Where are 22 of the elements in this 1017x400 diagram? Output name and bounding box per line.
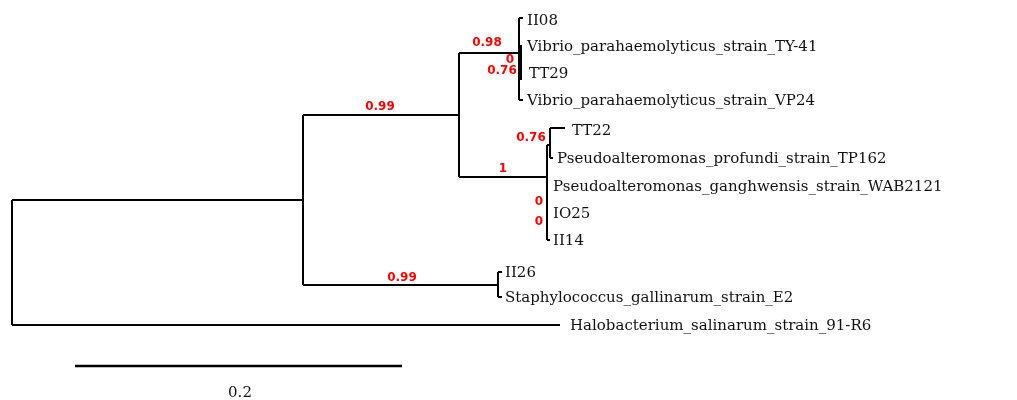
support-value: 0 xyxy=(505,53,515,65)
taxon-label: TT22 xyxy=(572,122,612,138)
scale-label: 0.2 xyxy=(228,384,252,400)
taxon-label: Vibrio_parahaemolyticus_strain_VP24 xyxy=(527,92,816,108)
taxon-label: II08 xyxy=(527,12,558,28)
taxon-label: Staphylococcus_gallinarum_strain_E2 xyxy=(505,289,794,305)
taxon-label: IO25 xyxy=(553,205,591,221)
taxon-label: Vibrio_parahaemolyticus_strain_TY-41 xyxy=(527,38,818,54)
support-value: 0.76 xyxy=(487,64,517,76)
taxon-label: Halobacterium_salinarum_strain_91-R6 xyxy=(570,317,872,333)
support-value: 0.99 xyxy=(365,100,395,112)
taxon-label: TT29 xyxy=(529,65,569,81)
support-value: 0.98 xyxy=(472,36,502,48)
taxon-label: II26 xyxy=(505,264,536,280)
support-value: 0 xyxy=(534,215,544,227)
taxon-label: II14 xyxy=(553,232,584,248)
support-value: 0.76 xyxy=(516,131,546,143)
support-value: 1 xyxy=(498,162,508,174)
taxon-label: Pseudoalteromonas_ganghwensis_strain_WAB2121 xyxy=(553,178,943,194)
support-value: 0 xyxy=(534,195,544,207)
support-value: 0.99 xyxy=(387,271,417,283)
taxon-label: Pseudoalteromonas_profundi_strain_TP162 xyxy=(557,150,887,166)
